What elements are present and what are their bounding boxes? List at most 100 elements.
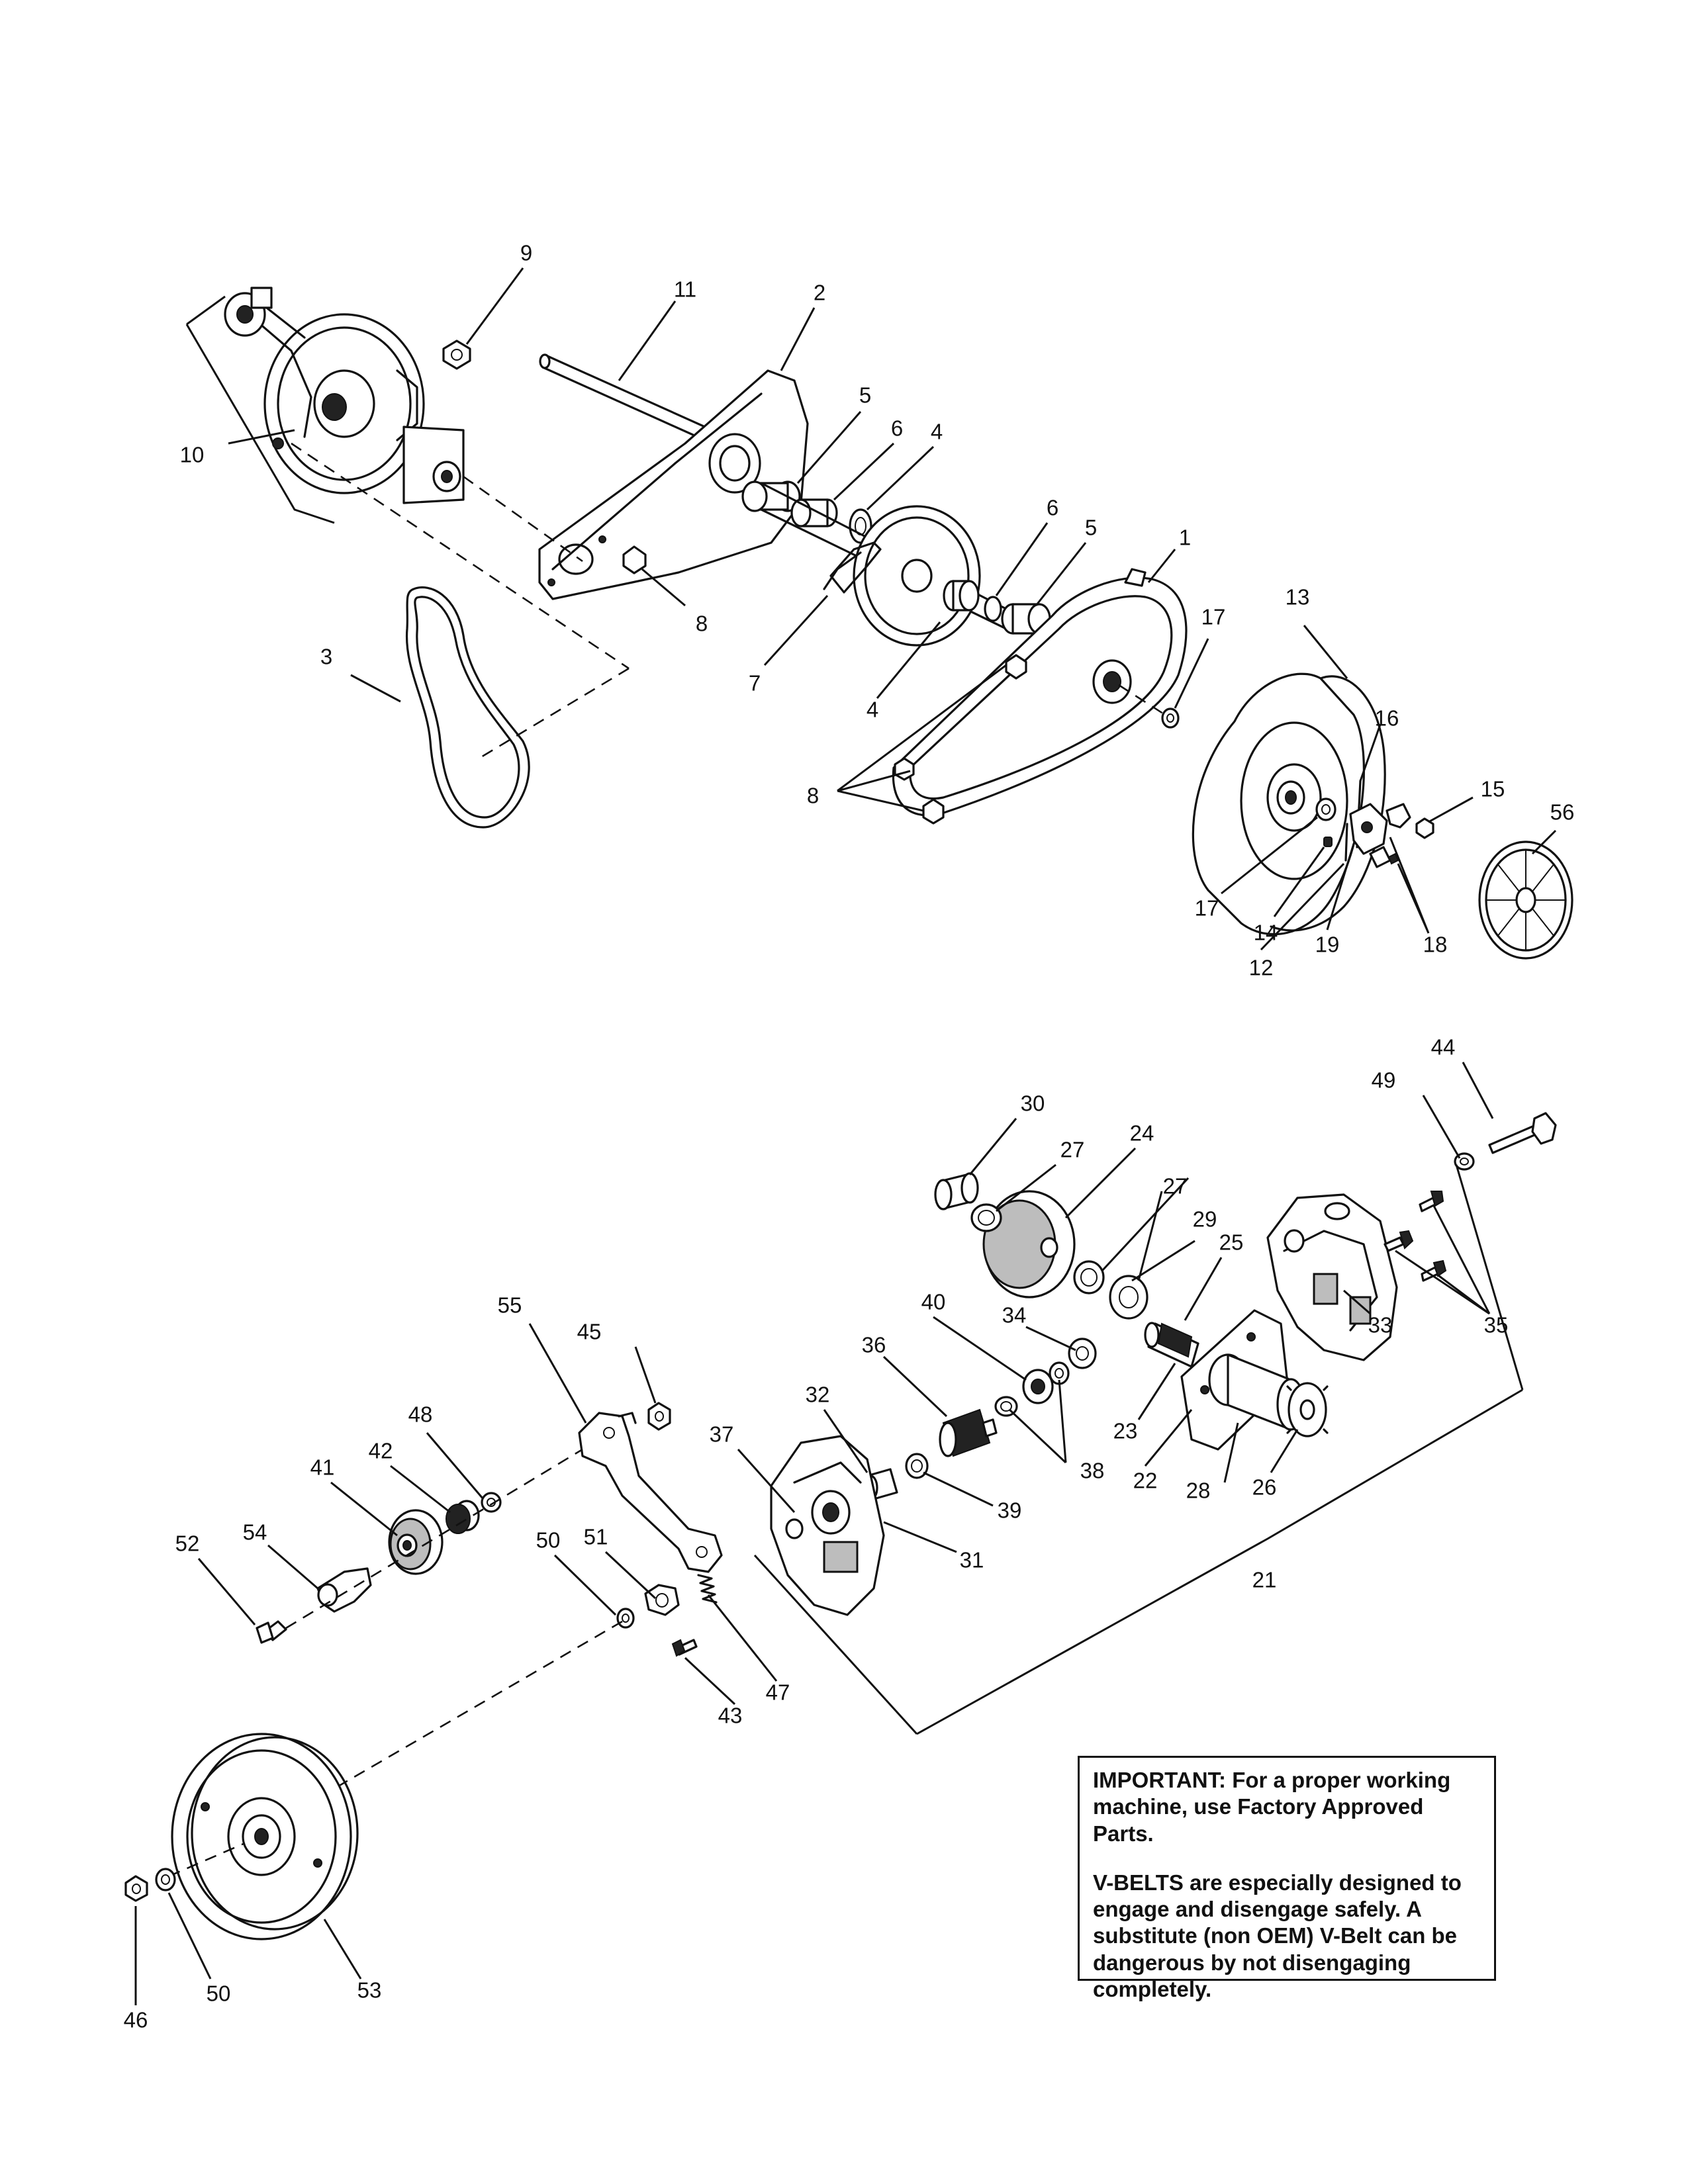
- callout-23: 23: [1113, 1419, 1138, 1443]
- part-42-bearing: [445, 1500, 480, 1534]
- part-12-pin-lower: [1344, 823, 1348, 862]
- callout-33: 33: [1368, 1313, 1393, 1338]
- leader-lines: [228, 267, 1557, 951]
- leader-lines-bottom: [134, 1062, 1494, 2005]
- callout-14: 14: [1254, 921, 1278, 945]
- callout-22: 22: [1133, 1469, 1158, 1493]
- callout-46: 46: [124, 2008, 148, 2032]
- part-43-bolt: [671, 1639, 698, 1657]
- callout-7: 7: [749, 671, 761, 696]
- callout-45: 45: [577, 1320, 602, 1344]
- part-24-gear: [982, 1190, 1076, 1298]
- callout-35: 35: [1484, 1313, 1509, 1338]
- part-56-hub-cap: [1478, 841, 1573, 960]
- part-46-nut: [124, 1875, 148, 1902]
- part-6-spacer-upper: [790, 498, 838, 527]
- callout-55: 55: [498, 1293, 522, 1318]
- callout-8: 8: [807, 784, 819, 808]
- callout-17: 17: [1201, 605, 1226, 629]
- callout-8: 8: [696, 612, 708, 636]
- callout-50: 50: [536, 1528, 561, 1553]
- notice-important-text: IMPORTANT: For a proper working machine,…: [1093, 1768, 1451, 1846]
- callout-36: 36: [862, 1333, 886, 1357]
- callout-28: 28: [1186, 1479, 1211, 1503]
- callout-48: 48: [408, 1402, 433, 1427]
- part-26-drive-sprocket: [1286, 1382, 1329, 1437]
- callout-53: 53: [357, 1978, 382, 2003]
- part-55-idler-arm: [578, 1412, 723, 1573]
- callout-9: 9: [520, 241, 532, 265]
- callout-21: 21: [1252, 1568, 1277, 1592]
- part-53-drive-pulley: [171, 1733, 359, 1940]
- callout-37: 37: [710, 1422, 734, 1447]
- callout-56: 56: [1550, 800, 1575, 825]
- callout-29: 29: [1193, 1207, 1217, 1232]
- part-10-pulley-brake-assembly: [224, 287, 465, 504]
- callout-27: 27: [1060, 1138, 1085, 1162]
- part-36-pinion-gear: [939, 1408, 998, 1457]
- callout-49: 49: [1372, 1068, 1396, 1093]
- callout-24: 24: [1130, 1121, 1154, 1146]
- part-47-spring: [697, 1574, 718, 1604]
- callout-5: 5: [1085, 516, 1097, 540]
- callout-17: 17: [1195, 896, 1219, 921]
- part-35-screws: [1383, 1191, 1447, 1282]
- callout-10: 10: [180, 443, 205, 467]
- callout-16: 16: [1375, 706, 1399, 731]
- part-54-pulley-guard: [316, 1567, 372, 1613]
- part-15-nut: [1415, 817, 1434, 839]
- part-6-spacer-lower: [984, 596, 1002, 622]
- callout-41: 41: [310, 1455, 335, 1480]
- callout-52: 52: [175, 1531, 200, 1556]
- callout-39: 39: [998, 1498, 1022, 1523]
- callout-27: 27: [1163, 1174, 1188, 1199]
- part-8-bolt-upper: [622, 545, 647, 574]
- callout-numbers: 1 2 3 4 4 5 5 6 6 7 8 8 9 10 11 12 13 14…: [124, 241, 1575, 2032]
- callout-51: 51: [584, 1525, 608, 1549]
- part-45-nut: [647, 1402, 671, 1431]
- part-13-wheel: [1192, 672, 1386, 936]
- callout-34: 34: [1002, 1303, 1027, 1328]
- part-39-o-ring: [905, 1453, 929, 1479]
- callout-42: 42: [369, 1439, 393, 1463]
- important-notice-box: IMPORTANT: For a proper working machine,…: [1078, 1756, 1496, 2001]
- part-28-hub: [1208, 1353, 1305, 1431]
- callout-1: 1: [1179, 525, 1191, 550]
- part-5-bearing-lower: [1001, 603, 1051, 635]
- part-14-key: [1323, 837, 1333, 847]
- part-48-washer: [481, 1492, 502, 1513]
- part-1-chain-case: [892, 568, 1188, 817]
- part-29-bushing: [1109, 1275, 1149, 1320]
- callout-31: 31: [960, 1548, 984, 1572]
- callout-5: 5: [859, 383, 871, 408]
- part-4-bushing-lower: [943, 580, 980, 612]
- callout-26: 26: [1252, 1475, 1277, 1500]
- callout-25: 25: [1219, 1230, 1244, 1255]
- part-2-housing-plate: [538, 369, 809, 600]
- callout-4: 4: [931, 420, 943, 444]
- part-7-sprocket-chain: [823, 505, 981, 647]
- callout-40: 40: [921, 1290, 946, 1314]
- callout-11: 11: [674, 277, 696, 302]
- callout-18: 18: [1423, 933, 1448, 957]
- part-30-bushing: [934, 1172, 979, 1210]
- notice-vbelt-text: V-BELTS are especially designed to engag…: [1093, 1870, 1462, 2001]
- part-17-washer-lower: [1315, 797, 1336, 821]
- part-18-clips: [1369, 803, 1411, 868]
- part-50-washer-lower: [155, 1868, 176, 1891]
- part-19-retainer: [1349, 803, 1388, 855]
- callout-38: 38: [1080, 1459, 1105, 1483]
- callout-19: 19: [1315, 933, 1340, 957]
- callout-32: 32: [806, 1383, 830, 1407]
- callout-54: 54: [243, 1520, 267, 1545]
- part-51-nut: [644, 1584, 680, 1616]
- part-34-bushing: [1068, 1338, 1097, 1369]
- part-3-v-belt: [405, 586, 530, 829]
- part-52-bolt: [256, 1620, 287, 1644]
- callout-13: 13: [1286, 585, 1310, 610]
- callout-12: 12: [1249, 956, 1274, 980]
- part-27-washer-left: [970, 1203, 1002, 1232]
- part-17-washer-upper: [1161, 707, 1180, 729]
- callout-44: 44: [1431, 1035, 1456, 1060]
